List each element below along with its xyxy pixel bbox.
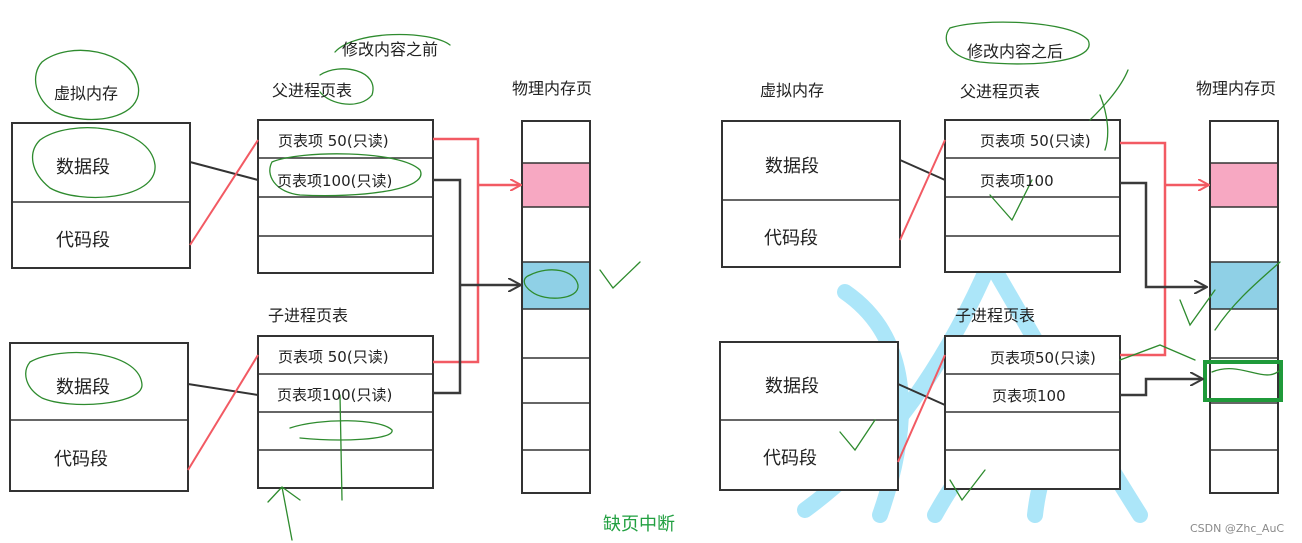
left-parent-vm-box xyxy=(11,122,191,269)
right-parent-vm-box xyxy=(721,120,901,268)
right-child-code-segment: 代码段 xyxy=(763,448,817,469)
left-parent-code-segment: 代码段 xyxy=(56,230,110,251)
right-parent-table-label: 父进程页表 xyxy=(960,82,1041,101)
right-physical-memory-label: 物理内存页 xyxy=(1196,79,1277,98)
left-virtual-memory-label: 虚拟内存 xyxy=(54,84,119,103)
left-child-code-segment: 代码段 xyxy=(54,449,108,470)
left-title: 修改内容之前 xyxy=(342,40,439,59)
right-parent-data-segment: 数据段 xyxy=(765,156,819,177)
left-vm-mapping-lines xyxy=(187,139,259,471)
left-parent-data-segment: 数据段 xyxy=(56,157,110,178)
left-physical-page-pink xyxy=(523,163,589,207)
left-child-vm-box xyxy=(9,342,189,492)
watermark: CSDN @Zhc_AuC xyxy=(1190,522,1285,535)
handwritten-annotations xyxy=(25,21,1281,541)
right-parent-code-segment: 代码段 xyxy=(764,228,818,249)
left-child-entry-50: 页表项 50(只读) xyxy=(278,348,389,366)
right-diagram xyxy=(719,119,1283,494)
right-child-entry-100: 页表项100 xyxy=(992,387,1066,405)
right-vm-mapping-lines xyxy=(897,139,946,463)
right-child-vm-box xyxy=(719,341,899,491)
left-child-data-segment: 数据段 xyxy=(56,377,110,398)
right-physical-page-pink xyxy=(1211,163,1277,207)
right-child-data-segment: 数据段 xyxy=(765,376,819,397)
caption-page-fault: 缺页中断 xyxy=(603,514,675,535)
left-child-table-label: 子进程页表 xyxy=(268,306,349,325)
right-new-physical-page xyxy=(1203,360,1283,402)
right-child-entry-50: 页表项50(只读) xyxy=(990,349,1096,367)
left-parent-table-label: 父进程页表 xyxy=(272,81,353,100)
right-physical-page-blue xyxy=(1211,262,1277,309)
left-physical-page-blue xyxy=(523,262,589,309)
right-parent-page-table xyxy=(944,119,1121,273)
left-parent-entry-50: 页表项 50(只读) xyxy=(278,132,389,150)
right-parent-entry-50: 页表项 50(只读) xyxy=(980,132,1091,150)
right-title: 修改内容之后 xyxy=(967,42,1064,61)
left-page-arrows xyxy=(433,137,520,395)
left-child-entry-100: 页表项100(只读) xyxy=(277,386,393,404)
left-parent-entry-100: 页表项100(只读) xyxy=(277,172,393,190)
right-parent-entry-100: 页表项100 xyxy=(980,172,1054,190)
right-page-arrows xyxy=(1120,141,1208,397)
left-physical-memory-label: 物理内存页 xyxy=(512,79,593,98)
right-child-table-label: 子进程页表 xyxy=(955,306,1036,325)
right-virtual-memory-label: 虚拟内存 xyxy=(760,81,825,100)
